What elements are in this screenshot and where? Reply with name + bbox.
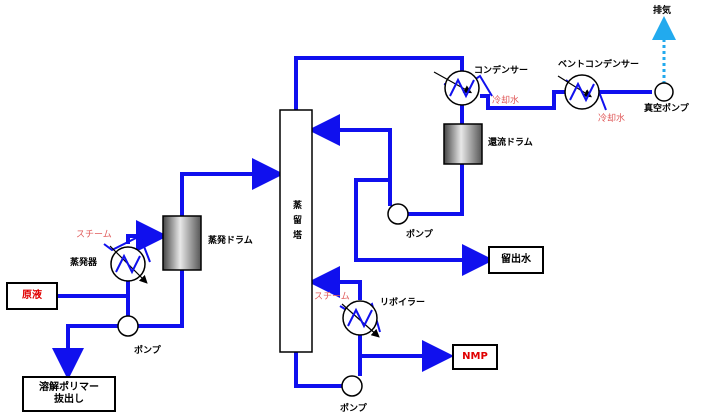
pump-bottom-label: ポンプ (340, 404, 367, 414)
vent-condenser-label: ベントコンデンサー (558, 60, 640, 70)
feed-box: 原液 (6, 282, 58, 310)
pipe-column-to-condenser (294, 56, 464, 112)
steam-label-2: スチーム (314, 292, 350, 302)
reboiler-exchanger (341, 300, 380, 338)
pipe-polymer-out (52, 324, 120, 380)
pipe-feed (58, 280, 130, 298)
pump-reflux-icon (387, 203, 409, 225)
polymer-out-label-2: 抜出し (54, 394, 84, 405)
exhaust-label: 排気 (653, 6, 672, 16)
distillate-water-label: 留出水 (501, 254, 531, 265)
evaporator-label: 蒸発器 (70, 258, 98, 268)
pump-feed-label: ポンプ (134, 346, 161, 356)
reboiler-label: リボイラー (380, 298, 426, 308)
condenser-exchanger (433, 70, 480, 106)
evaporator-exchanger (109, 245, 148, 284)
reflux-drum (443, 123, 483, 165)
pump-bottom-icon (341, 375, 363, 397)
vacuum-pump-icon (654, 82, 674, 102)
feed-label: 原液 (22, 290, 42, 301)
vacuum-pump-label: 真空ポンプ (644, 104, 689, 114)
pipe-reflux-to-column (308, 114, 392, 206)
column-label: 蒸留塔 (291, 200, 301, 245)
evaporator-drum-label: 蒸発ドラム (208, 236, 253, 246)
cooling-water-label-2: 冷却水 (598, 114, 626, 124)
pump-reflux-label: ポンプ (406, 230, 433, 240)
pipe-steam-evap (103, 234, 151, 263)
pipe-column-bottom (294, 352, 342, 388)
distillation-column (279, 109, 313, 353)
reflux-drum-label: 還流ドラム (488, 138, 533, 148)
pipe-drum-to-pump (408, 164, 464, 216)
condenser-label: コンデンサー (474, 66, 529, 76)
pump-feed-icon (117, 315, 139, 337)
polymer-out-box: 溶解ポリマー 抜出し (22, 376, 116, 412)
polymer-out-label-1: 溶解ポリマー (39, 382, 99, 393)
pipe-distillate (354, 178, 494, 276)
evaporator-drum (162, 215, 202, 271)
nmp-box: NMP (452, 344, 498, 370)
pipe-to-vent-condenser (480, 90, 566, 110)
pipe-reboiler-to-column (308, 266, 362, 300)
distillate-water-box: 留出水 (488, 246, 544, 274)
vent-condenser-exchanger (557, 74, 600, 110)
cooling-water-label-1: 冷却水 (492, 96, 520, 106)
nmp-label: NMP (462, 351, 488, 362)
pipe-pump-to-column (138, 158, 284, 328)
steam-label-1: スチーム (76, 230, 112, 240)
